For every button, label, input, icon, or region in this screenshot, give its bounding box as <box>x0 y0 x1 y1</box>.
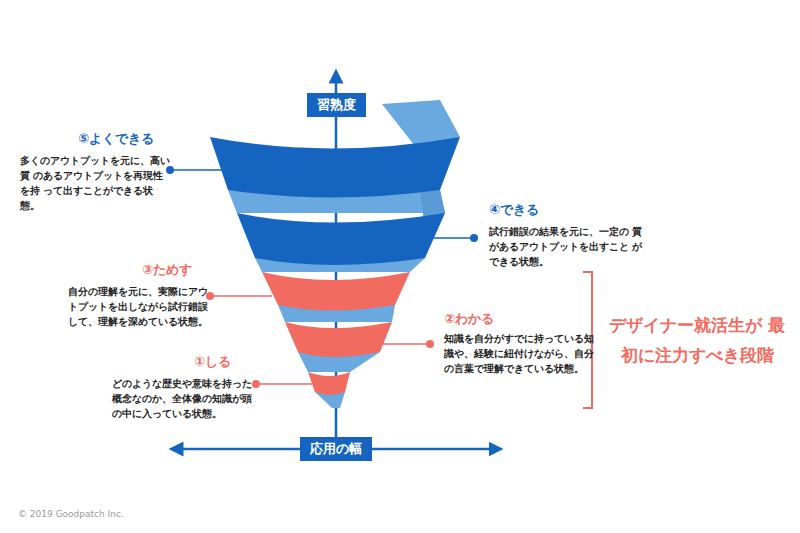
stage-heading: ②わかる <box>444 311 494 327</box>
stage-description: どのような歴史や意味を持った 概念なのか、全体像の知識が頭 の中に入っている状態… <box>112 376 260 421</box>
axis-label: 習熟度 <box>315 97 358 113</box>
axis-label: 応用の幅 <box>308 441 364 457</box>
axis-label-box: 習熟度 <box>307 93 366 117</box>
copyright: © 2019 Goodpatch Inc. <box>18 509 124 519</box>
stage-description: 自分の理解を元に、実際にアウ トプットを出しながら試行錯誤 して、理解を深めてい… <box>68 284 213 329</box>
leader-line <box>166 166 478 388</box>
stage-description: 知識を自分がすでに持っている知 識や、経験に紐付けながら、自分 の言葉で理解でき… <box>444 331 602 376</box>
axis-label-box: 応用の幅 <box>300 437 372 461</box>
stage-heading: ④できる <box>489 202 539 218</box>
stage-heading: ③ためす <box>142 262 192 278</box>
stage-heading: ⑤よくできる <box>78 131 154 147</box>
stage-description: 試行錯誤の結果を元に、一定の 質があるアウトプットを出すこと ができる状態。 <box>489 224 647 269</box>
stage-description: 多くのアウトプットを元に、高い質 のあるアウトプットを再現性を持 って出すことが… <box>20 153 172 213</box>
stage-heading: ①しる <box>194 354 231 370</box>
focus-note: デザイナー就活生が 最初に注力すべき段階 <box>602 310 792 370</box>
funnel-band <box>210 137 460 395</box>
